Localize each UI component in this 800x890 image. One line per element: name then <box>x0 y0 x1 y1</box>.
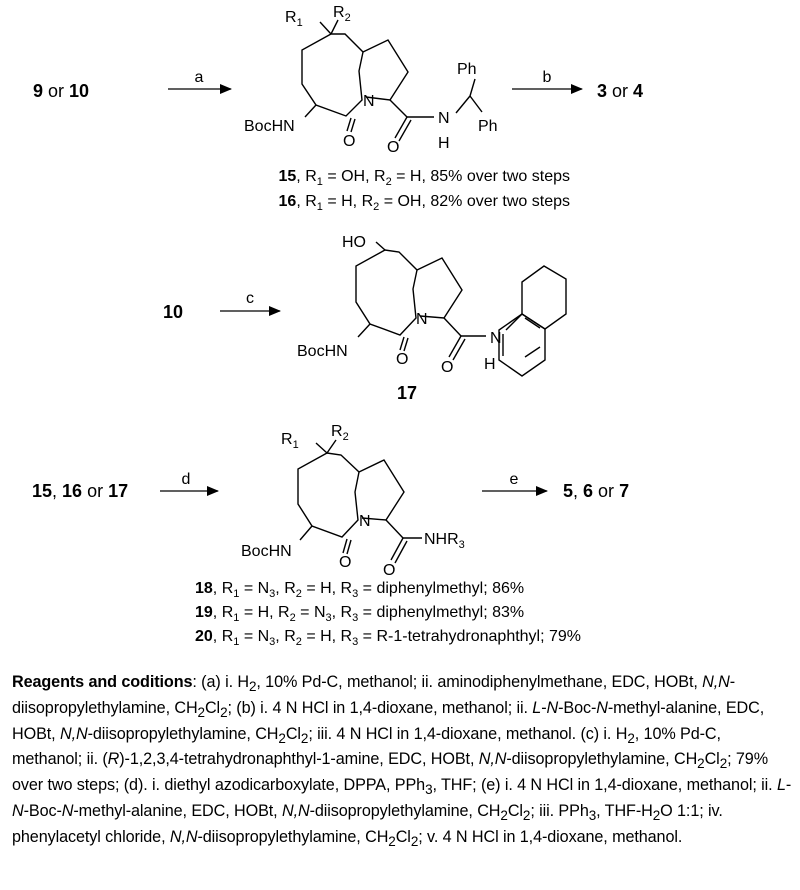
r2-label: R2 <box>331 423 349 443</box>
bochn-label: BocHN <box>244 118 295 135</box>
compound-15-16-structure <box>301 19 483 142</box>
phenyl-label: Ph <box>457 61 477 78</box>
compound-18-20-structure <box>297 439 422 564</box>
bochn-label: BocHN <box>241 543 292 560</box>
reaction-row-3: 15, 16 or 17 d R1 R2 N O BocHN O NHR3 e … <box>32 423 629 648</box>
start-compound-label: 10 <box>163 302 183 322</box>
r1-label: R1 <box>285 9 303 29</box>
r1-label: R1 <box>281 431 299 451</box>
reagent-label-a: a <box>195 69 204 86</box>
reagent-label-e: e <box>510 471 519 488</box>
compound-number: 10 <box>69 81 89 101</box>
nhr3-label: NHR3 <box>424 531 465 551</box>
product-label: 3 or 4 <box>597 81 643 101</box>
compound-17-structure <box>355 241 567 377</box>
amide-hydrogen-label: H <box>484 356 496 373</box>
bochn-label: BocHN <box>297 343 348 360</box>
amide-oxygen-label: O <box>387 139 399 156</box>
compound-number: 17 <box>397 383 417 403</box>
caption-19: 19, R1 = H, R2 = N3, R3 = diphenylmethyl… <box>195 604 524 624</box>
or-text: or <box>43 81 69 101</box>
compound-number: 9 <box>33 81 43 101</box>
start-compound-label: 15, 16 or 17 <box>32 481 128 501</box>
reagents-heading: Reagents and coditions <box>12 673 193 691</box>
caption-15: 15, R1 = OH, R2 = H, 85% over two steps <box>279 168 571 188</box>
lactam-oxygen-label: O <box>339 554 351 571</box>
r2-label: R2 <box>333 4 351 24</box>
amide-nitrogen-label: N <box>438 110 450 127</box>
reagents-and-conditions: Reagents and coditions: (a) i. H2, 10% P… <box>12 673 792 850</box>
reaction-row-1: 9 or 10 a R1 R2 N O BocHN O N H Ph Ph <box>33 4 643 213</box>
reagent-label-c: c <box>246 290 254 307</box>
ring-nitrogen-label: N <box>416 311 428 328</box>
ring-nitrogen-label: N <box>359 513 371 530</box>
amide-oxygen-label: O <box>383 562 395 579</box>
caption-16: 16, R1 = H, R2 = OH, 82% over two steps <box>279 193 570 213</box>
lactam-oxygen-label: O <box>343 133 355 150</box>
reagent-label-d: d <box>182 471 191 488</box>
start-compound-label: 9 or 10 <box>33 81 89 101</box>
caption-20: 20, R1 = N3, R2 = H, R3 = R-1-tetrahydro… <box>195 628 581 648</box>
reagent-label-b: b <box>543 69 552 86</box>
caption-18: 18, R1 = N3, R2 = H, R3 = diphenylmethyl… <box>195 580 524 600</box>
amide-hydrogen-label: H <box>438 135 450 152</box>
ring-nitrogen-label: N <box>363 93 375 110</box>
amide-nitrogen-label: N <box>490 330 502 347</box>
amide-oxygen-label: O <box>441 359 453 376</box>
phenyl-label: Ph <box>478 118 498 135</box>
reaction-row-2: 10 c HO N O BocHN O N H 17 <box>163 234 567 403</box>
reaction-scheme: 9 or 10 a R1 R2 N O BocHN O N H Ph Ph <box>32 4 643 648</box>
hydroxyl-label: HO <box>342 234 366 251</box>
product-label: 5, 6 or 7 <box>563 481 629 501</box>
lactam-oxygen-label: O <box>396 351 408 368</box>
